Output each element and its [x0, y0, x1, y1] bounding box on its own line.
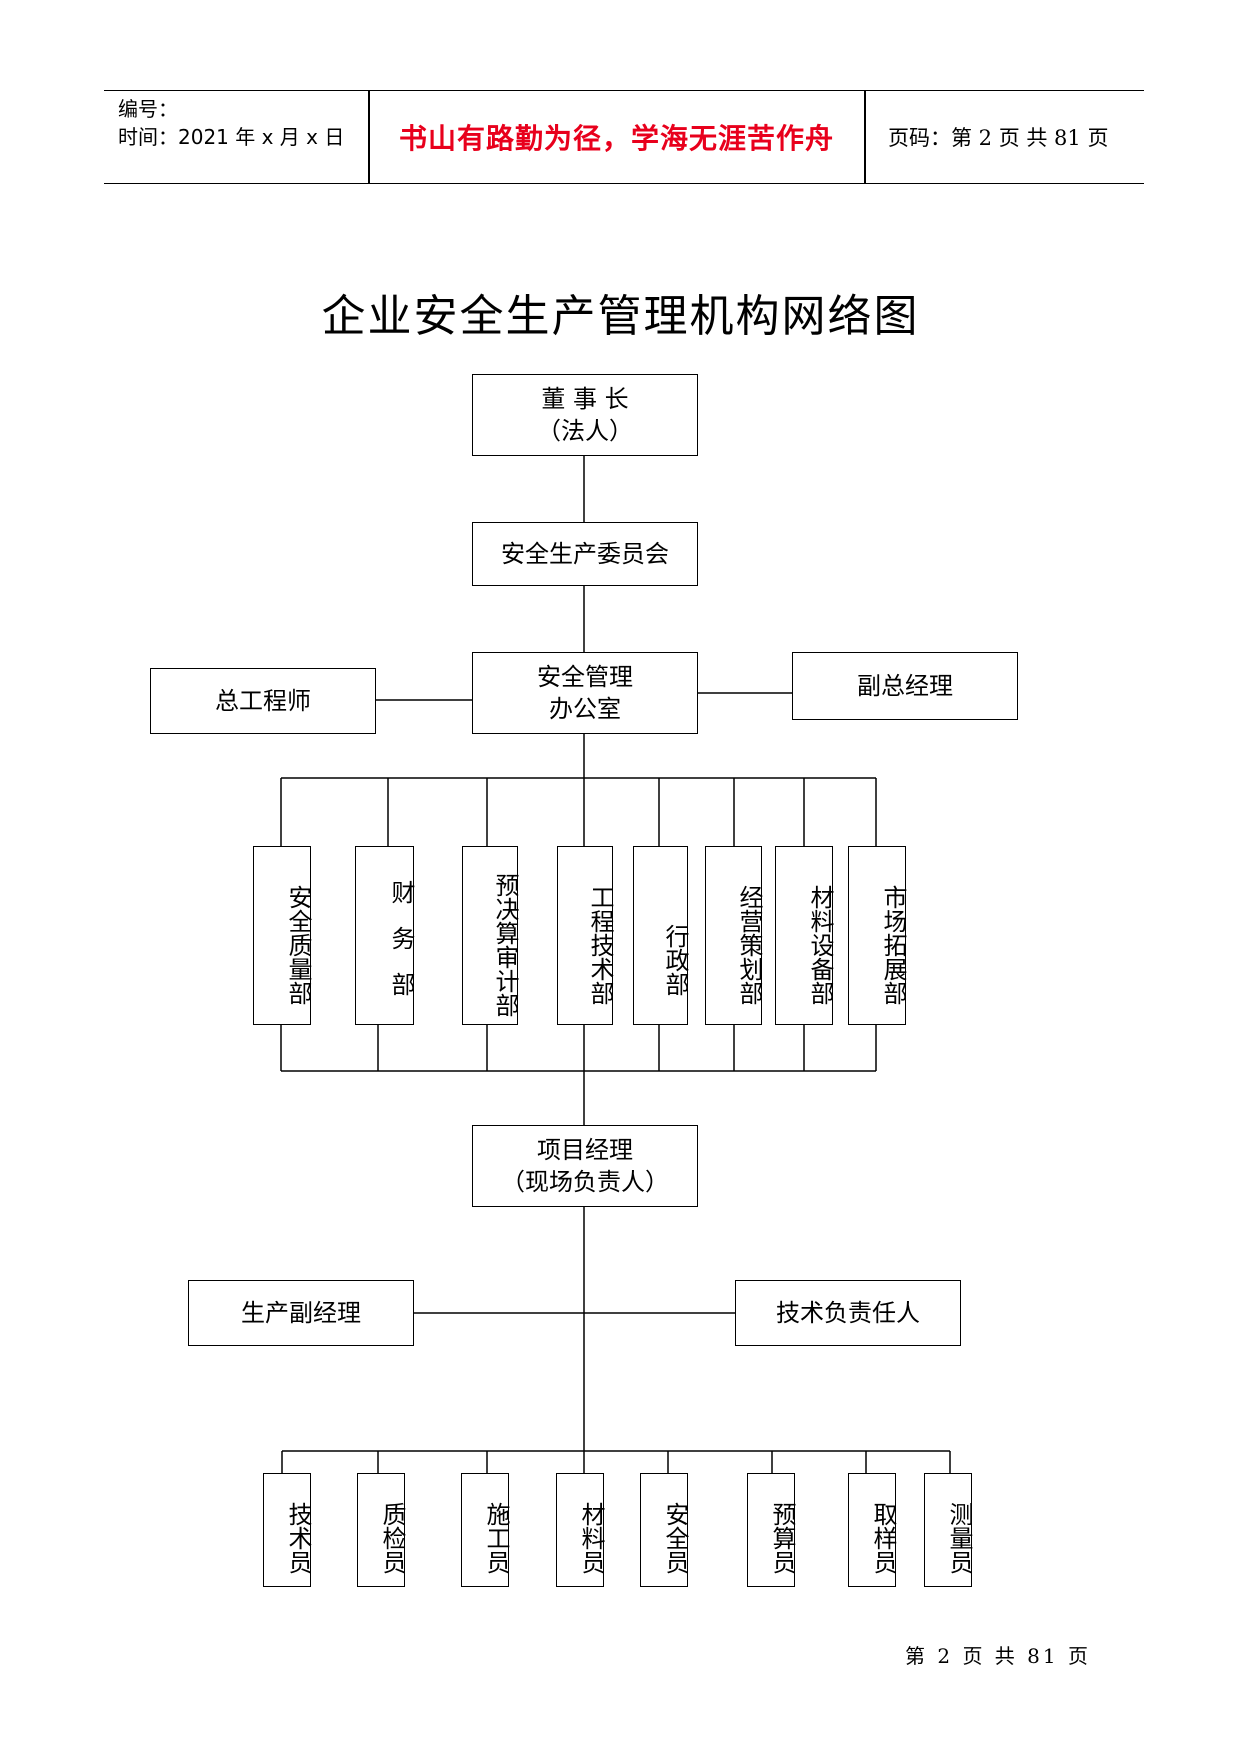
node-pm-line1: 项目经理 [537, 1136, 633, 1164]
node-office-line2: 办公室 [549, 695, 621, 723]
node-deputy-gm-label: 副总经理 [857, 672, 953, 700]
staff-label: 材料员 [577, 1502, 605, 1574]
staff-box: 材料员 [556, 1473, 605, 1587]
header-page-info: 页码：第 2 页 共 81 页 [888, 126, 1109, 150]
node-committee: 安全生产委员会 [472, 522, 698, 586]
dept-label: 财务部 [387, 879, 415, 1018]
staff-label: 施工员 [482, 1502, 510, 1574]
staff-box: 施工员 [461, 1473, 510, 1587]
dept-box: 安全质量部 [253, 846, 312, 1025]
staff-label: 预算员 [768, 1502, 796, 1574]
dept-label: 安全质量部 [284, 884, 312, 1005]
staff-box: 安全员 [640, 1473, 689, 1587]
node-safety-office: 安全管理 办公室 [472, 652, 698, 734]
dept-label: 工程技术部 [586, 884, 614, 1005]
node-deputy-gm: 副总经理 [792, 652, 1018, 720]
staff-label: 测量员 [945, 1502, 973, 1574]
dept-label: 经营策划部 [735, 884, 763, 1005]
staff-label: 质检员 [378, 1502, 406, 1574]
node-technical-lead: 技术负责任人 [735, 1280, 961, 1346]
header-meta: 编号： 时间：2021 年 x 月 x 日 [118, 95, 344, 151]
dept-box: 行政部 [633, 846, 689, 1025]
dept-box: 工程技术部 [557, 846, 614, 1025]
dept-box: 市场拓展部 [848, 846, 907, 1025]
staff-box: 质检员 [357, 1473, 406, 1587]
staff-box: 技术员 [263, 1473, 312, 1587]
node-project-manager: 项目经理 （现场负责人） [472, 1125, 698, 1207]
dept-box: 经营策划部 [705, 846, 763, 1025]
header-divider-left [368, 91, 370, 183]
node-committee-label: 安全生产委员会 [501, 540, 669, 568]
serial-label: 编号： [118, 97, 178, 121]
dept-label: 材料设备部 [806, 884, 834, 1005]
node-production-deputy-label: 生产副经理 [241, 1299, 361, 1327]
page-header: 编号： 时间：2021 年 x 月 x 日 书山有路勤为径，学海无涯苦作舟 页码… [104, 90, 1144, 184]
time-label: 时间：2021 年 x 月 x 日 [118, 125, 345, 149]
dept-box: 预决算审计部 [462, 846, 519, 1025]
dept-label: 行政部 [661, 923, 689, 996]
node-chairman-sub: （法人） [537, 417, 633, 445]
staff-box: 测量员 [924, 1473, 973, 1587]
staff-box: 预算员 [747, 1473, 796, 1587]
dept-label: 预决算审计部 [491, 872, 519, 1017]
staff-label: 安全员 [661, 1502, 689, 1574]
staff-label: 技术员 [284, 1502, 312, 1574]
node-chairman-label: 董 事 长 [541, 385, 629, 413]
page-footer: 第 2 页 共 81 页 [905, 1644, 1091, 1668]
node-pm-line2: （现场负责人） [501, 1168, 669, 1196]
header-motto: 书山有路勤为径，学海无涯苦作舟 [398, 122, 834, 155]
dept-box: 材料设备部 [775, 846, 834, 1025]
diagram-title: 企业安全生产管理机构网络图 [321, 291, 920, 342]
header-divider-right [864, 91, 866, 183]
node-production-deputy: 生产副经理 [188, 1280, 414, 1346]
dept-label: 市场拓展部 [879, 884, 907, 1005]
node-chief-engineer: 总工程师 [150, 668, 376, 734]
staff-box: 取样员 [848, 1473, 897, 1587]
node-technical-lead-label: 技术负责任人 [776, 1299, 920, 1327]
node-chief-engineer-label: 总工程师 [215, 687, 311, 715]
staff-label: 取样员 [869, 1502, 897, 1574]
dept-box: 财务部 [355, 846, 415, 1025]
node-office-line1: 安全管理 [537, 663, 633, 691]
node-chairman: 董 事 长 （法人） [472, 374, 698, 456]
